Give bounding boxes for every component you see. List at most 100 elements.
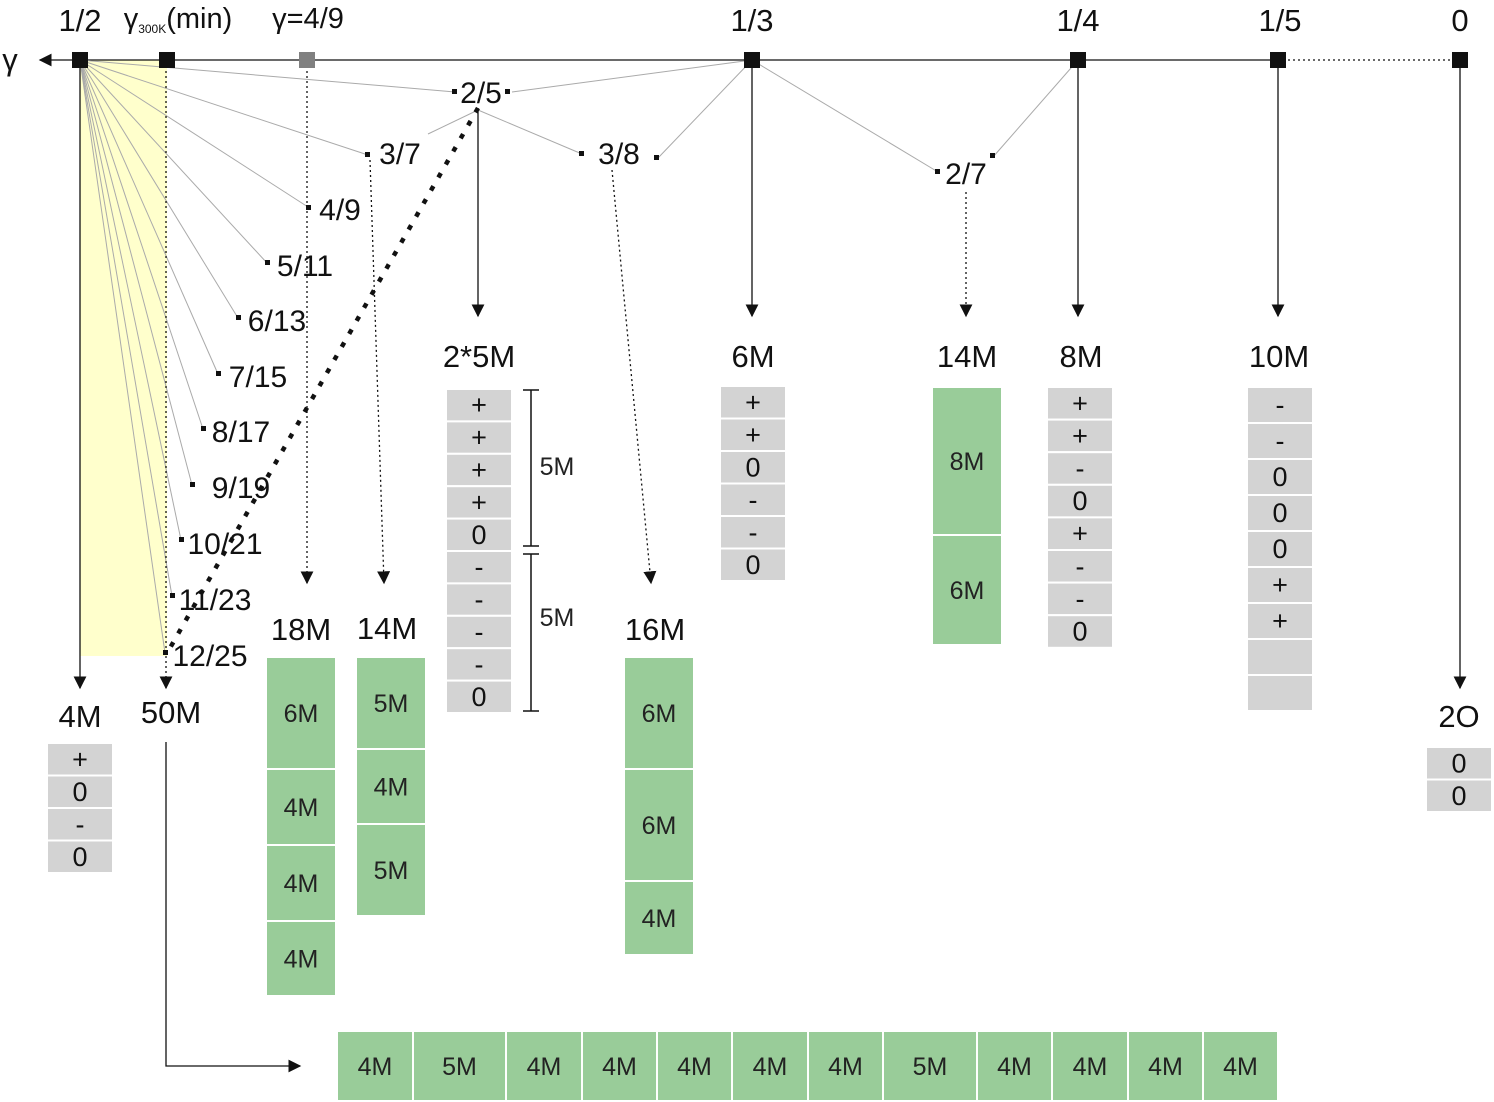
fraction-12-25: 12/25 — [172, 640, 247, 673]
p18m-cell — [265, 768, 337, 846]
p50m-cell-label: 4M — [1148, 1053, 1183, 1081]
p10m-cell — [1246, 602, 1314, 640]
marker-min — [159, 52, 175, 68]
fraction-end-dots — [163, 89, 995, 655]
p50m-cell-label: 4M — [602, 1053, 637, 1081]
p6m-cell-label: - — [749, 517, 758, 547]
p2x5m-cell-label: + — [471, 487, 487, 517]
p4m-cell-label: 0 — [72, 842, 87, 872]
p10m-cell-label: + — [1272, 606, 1288, 636]
p50m-cell-label: 5M — [442, 1053, 477, 1081]
p2x5m-cell-label: - — [475, 617, 484, 647]
p6m-cell-label: + — [745, 420, 761, 450]
p16m-cell-label: 6M — [642, 812, 677, 840]
p2x5m-cell — [445, 582, 513, 617]
p14m-a-cell-label: 5M — [374, 857, 409, 885]
fraction-9-19: 9/19 — [212, 472, 270, 505]
phase-title-16m: 16M — [625, 612, 685, 647]
p50m-cell — [1202, 1030, 1279, 1102]
phase-title-8m: 8M — [1059, 339, 1102, 374]
p2x5m-cell — [445, 647, 513, 682]
p6m-cell-label: - — [749, 485, 758, 515]
p2x5m-cell-label: - — [475, 552, 484, 582]
p50m-cell-label: 4M — [997, 1053, 1032, 1081]
p16m-cell — [623, 768, 695, 882]
axis-symbol: γ — [2, 42, 18, 77]
p10m-cell-label: 0 — [1272, 498, 1287, 528]
tick-label-half: 1/2 — [58, 3, 101, 38]
p50m-cell — [1051, 1030, 1129, 1102]
fraction-11-23: 11/23 — [179, 584, 252, 617]
p2x5m-cell-label: + — [471, 423, 487, 453]
p18m-cell-label: 4M — [284, 946, 319, 974]
bracket-label-lower: 5M — [540, 604, 575, 632]
2x5m-bracket — [523, 389, 539, 712]
p14m-a-cell-label: 4M — [374, 774, 409, 802]
phase-title-2x5m: 2*5M — [443, 339, 515, 374]
p2x5m-cell-label: + — [471, 390, 487, 420]
p14m-a-cell — [355, 823, 427, 917]
fraction-4-9: 4/9 — [319, 194, 361, 227]
p50m-cell-label: 4M — [527, 1053, 562, 1081]
marker-zero — [1452, 52, 1468, 68]
p8m-cell — [1046, 581, 1114, 617]
p8m-cell — [1046, 549, 1114, 584]
p50m-cell-label: 5M — [913, 1053, 948, 1081]
p50m-cell — [976, 1030, 1053, 1102]
p2o-cell — [1425, 778, 1493, 813]
marker-half — [72, 52, 88, 68]
p2x5m-cell-label: - — [475, 585, 484, 615]
p14m-a-cell — [355, 656, 427, 750]
fan-lines — [79, 59, 1079, 654]
p50m-cell — [412, 1030, 507, 1102]
p10m-cell — [1246, 638, 1314, 676]
p10m-cell — [1246, 674, 1314, 712]
p14m-a-cell-label: 5M — [374, 690, 409, 718]
p6m-cell — [719, 547, 787, 582]
p50m-cell — [882, 1030, 978, 1102]
p2x5m-cell — [445, 420, 513, 455]
p18m-cell — [265, 920, 337, 997]
p16m-cell-label: 6M — [642, 700, 677, 728]
p2x5m-cell — [445, 614, 513, 650]
p18m-cell — [265, 844, 337, 922]
p18m-cell — [265, 656, 337, 770]
p8m-cell-label: 0 — [1072, 486, 1087, 516]
p4m-cell-label: - — [76, 809, 85, 839]
p50m-cell — [336, 1030, 414, 1102]
p2x5m-cell-label: + — [471, 455, 487, 485]
phase-title-2o: 2O — [1438, 699, 1479, 734]
p10m-cell-label: - — [1276, 390, 1285, 420]
p2o-cell-label: 0 — [1451, 748, 1466, 778]
fraction-3-7: 3/7 — [379, 138, 421, 171]
phase-title-14m-left: 14M — [357, 611, 417, 646]
p10m-cell — [1246, 422, 1314, 460]
p50m-cell-label: 4M — [1223, 1053, 1258, 1081]
p18m-cell-label: 4M — [284, 870, 319, 898]
p16m-cell — [623, 880, 695, 956]
tick-label-gamma-min: γ300K(min) — [124, 3, 233, 36]
phase-titles: 4M 50M 18M 14M 2*5M 16M 6M 14M 8M 10M 2O — [58, 339, 1479, 734]
p6m-cell — [719, 450, 787, 485]
p2x5m-cell — [445, 550, 513, 585]
p16m-cell — [623, 656, 695, 770]
p4m-cell — [46, 839, 114, 874]
marker-quarter — [1070, 52, 1086, 68]
p8m-cell-label: + — [1072, 421, 1088, 451]
p2x5m-cell-label: 0 — [471, 520, 486, 550]
phase-title-10m: 10M — [1249, 339, 1309, 374]
p50m-cell-label: 4M — [753, 1053, 788, 1081]
tick-label-third: 1/3 — [730, 3, 773, 38]
p2x5m-cell — [445, 485, 513, 520]
p6m-cell-label: 0 — [745, 550, 760, 580]
p10m-cell-label: - — [1276, 426, 1285, 456]
p4m-cell — [46, 807, 114, 842]
marker-third — [744, 52, 760, 68]
p18m-cell-label: 6M — [284, 700, 319, 728]
p2x5m-cell — [445, 679, 513, 714]
p8m-cell — [1046, 386, 1114, 421]
p2x5m-cell-label: - — [475, 649, 484, 679]
p10m-cell-label: 0 — [1272, 534, 1287, 564]
